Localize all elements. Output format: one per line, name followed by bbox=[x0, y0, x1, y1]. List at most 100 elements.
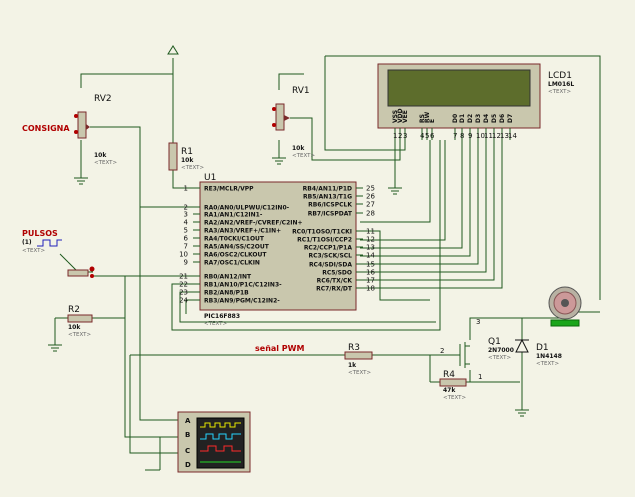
u1-pin-label: RA4/T0CKI/C1OUT bbox=[204, 236, 265, 243]
q1-text: <TEXT> bbox=[488, 355, 511, 361]
q1-pin-gate: 2 bbox=[440, 347, 444, 355]
rv1-value: 10k bbox=[292, 145, 305, 152]
lcd-display: LCD1 LM016L <TEXT> VSS1VDD2VEE3RS4RW5E6D… bbox=[377, 63, 574, 140]
lcd-pin-label: RW bbox=[424, 111, 431, 123]
u1-text: <TEXT> bbox=[204, 321, 227, 327]
pwm-signal-label: señal PWM bbox=[255, 344, 304, 353]
dc-motor-icon bbox=[548, 286, 582, 327]
scope-channel-label: A bbox=[185, 417, 191, 425]
lcd-pin-number: 14 bbox=[508, 132, 517, 140]
rv2-value: 10k bbox=[94, 152, 107, 159]
u1-pin-label: RC1/T1OSI/CCP2 bbox=[297, 237, 352, 244]
u1-pin-number: 5 bbox=[184, 227, 188, 235]
r1-name: R1 bbox=[181, 147, 193, 157]
r4-resistor: R4 47k <TEXT> bbox=[439, 370, 467, 401]
u1-model: PIC16F883 bbox=[204, 313, 240, 320]
lcd-pin-label: VSS bbox=[392, 110, 399, 123]
u1-pin-label: RA2/AN2/VREF-/CVREF/C2IN+ bbox=[204, 220, 303, 227]
u1-pin-number: 27 bbox=[366, 201, 375, 209]
d1-name: D1 bbox=[536, 343, 549, 353]
u1-pin-label: RB4/AN11/P1D bbox=[303, 186, 352, 193]
lcd-name: LCD1 bbox=[548, 71, 572, 81]
lcd-pins: VSS1VDD2VEE3RS4RW5E6D07D18D29D310D411D51… bbox=[392, 108, 517, 140]
q1-mosfet: Q1 2N7000 <TEXT> 2 3 1 bbox=[440, 318, 514, 381]
lcd-pin-number: 2 bbox=[398, 132, 402, 140]
pulsos-index: (1) bbox=[22, 239, 32, 246]
q1-model: 2N7000 bbox=[488, 347, 514, 354]
pushbutton bbox=[67, 266, 95, 278]
u1-pin-number: 16 bbox=[366, 269, 375, 277]
pulsos-text: <TEXT> bbox=[22, 248, 45, 254]
u1-pin-label: RC0/T1OSO/T1CKI bbox=[292, 229, 352, 236]
u1-pin-number: 28 bbox=[366, 210, 375, 218]
q1-pin-source: 1 bbox=[478, 373, 482, 381]
lcd-pin-label: D5 bbox=[491, 114, 498, 123]
u1-pin-number: 6 bbox=[184, 235, 189, 243]
scope-trace-c bbox=[200, 445, 241, 452]
consigna-label: CONSIGNA bbox=[22, 124, 70, 133]
u1-pin-label: RC3/SCK/SCL bbox=[308, 253, 352, 260]
u1-pin-label: RC6/TX/CK bbox=[317, 278, 353, 285]
u1-pin-label: RC2/CCP1/P1A bbox=[304, 245, 353, 252]
u1-pin-number: 15 bbox=[366, 261, 375, 269]
u1-pin-label: RB7/ICSPDAT bbox=[308, 211, 353, 218]
u1-pin-number: 7 bbox=[184, 243, 188, 251]
r1-value: 10k bbox=[181, 157, 194, 164]
lcd-pin-label: VDD bbox=[397, 108, 404, 123]
u1-pin-label: RA5/AN4/SS/C2OUT bbox=[204, 244, 270, 251]
u1-name: U1 bbox=[204, 173, 216, 183]
rv1-potentiometer: RV1 10k <TEXT> bbox=[272, 86, 315, 159]
u1-pin-number: 10 bbox=[179, 251, 188, 259]
lcd-pin-number: 1 bbox=[393, 132, 397, 140]
pulse-wave-icon bbox=[37, 239, 62, 247]
r1-resistor: R1 10k <TEXT> bbox=[168, 142, 204, 171]
lcd-pin-label: D1 bbox=[459, 114, 466, 123]
u1-pin-number: 3 bbox=[184, 211, 188, 219]
u1-pin-number: 26 bbox=[366, 193, 375, 201]
u1-pin-number: 4 bbox=[184, 219, 189, 227]
r4-value: 47k bbox=[443, 387, 456, 394]
u1-pin-label: RE3/MCLR/VPP bbox=[204, 186, 254, 193]
u1-pin-number: 9 bbox=[184, 259, 188, 267]
lcd-pin-number: 8 bbox=[460, 132, 464, 140]
scope-channel-label: B bbox=[185, 431, 190, 439]
lcd-text: <TEXT> bbox=[548, 89, 571, 95]
q1-name: Q1 bbox=[488, 337, 501, 347]
u1-pin-number: 23 bbox=[179, 289, 188, 297]
r4-name: R4 bbox=[443, 370, 455, 380]
lcd-model: LM016L bbox=[548, 81, 574, 88]
scope-channel-label: D bbox=[185, 461, 191, 469]
r2-name: R2 bbox=[68, 305, 80, 315]
lcd-pin-label: D3 bbox=[475, 114, 482, 123]
r3-resistor: R3 1k <TEXT> bbox=[344, 343, 373, 376]
u1-pin-label: RC7/RX/DT bbox=[316, 286, 353, 293]
u1-pin-number: 2 bbox=[184, 204, 188, 212]
u1-pin-number: 14 bbox=[366, 252, 375, 260]
u1-pin-label: RB1/AN10/P1C/C12IN3- bbox=[204, 282, 282, 289]
u1-pin-number: 25 bbox=[366, 185, 375, 193]
ground-icon bbox=[48, 157, 529, 417]
d1-text: <TEXT> bbox=[536, 361, 559, 367]
d1-model: 1N4148 bbox=[536, 353, 562, 360]
u1-pin-number: 13 bbox=[366, 244, 375, 252]
lcd-pin-label: D4 bbox=[483, 114, 490, 123]
u1-pin-label: RB0/AN12/INT bbox=[204, 274, 252, 281]
lcd-pin-label: VEE bbox=[402, 110, 409, 123]
lcd-pin-number: 11 bbox=[484, 132, 493, 140]
u1-pin-label: RB3/AN9/PGM/C12IN2- bbox=[204, 298, 280, 305]
d1-diode: D1 1N4148 <TEXT> bbox=[515, 338, 562, 367]
pulsos-source: PULSOS (1) <TEXT> bbox=[22, 229, 69, 263]
lcd-pin-label: RS bbox=[419, 114, 426, 123]
lcd-pin-number: 12 bbox=[492, 132, 501, 140]
u1-pin-number: 17 bbox=[366, 277, 375, 285]
u1-pin-number: 22 bbox=[179, 281, 188, 289]
u1-pin-label: RB2/AN8/P1B bbox=[204, 290, 249, 297]
u1-pin-label: RC4/SDI/SDA bbox=[309, 262, 352, 269]
scope-channel-label: C bbox=[185, 447, 190, 455]
r2-value: 10k bbox=[68, 324, 81, 331]
scope-trace-a bbox=[200, 422, 241, 428]
